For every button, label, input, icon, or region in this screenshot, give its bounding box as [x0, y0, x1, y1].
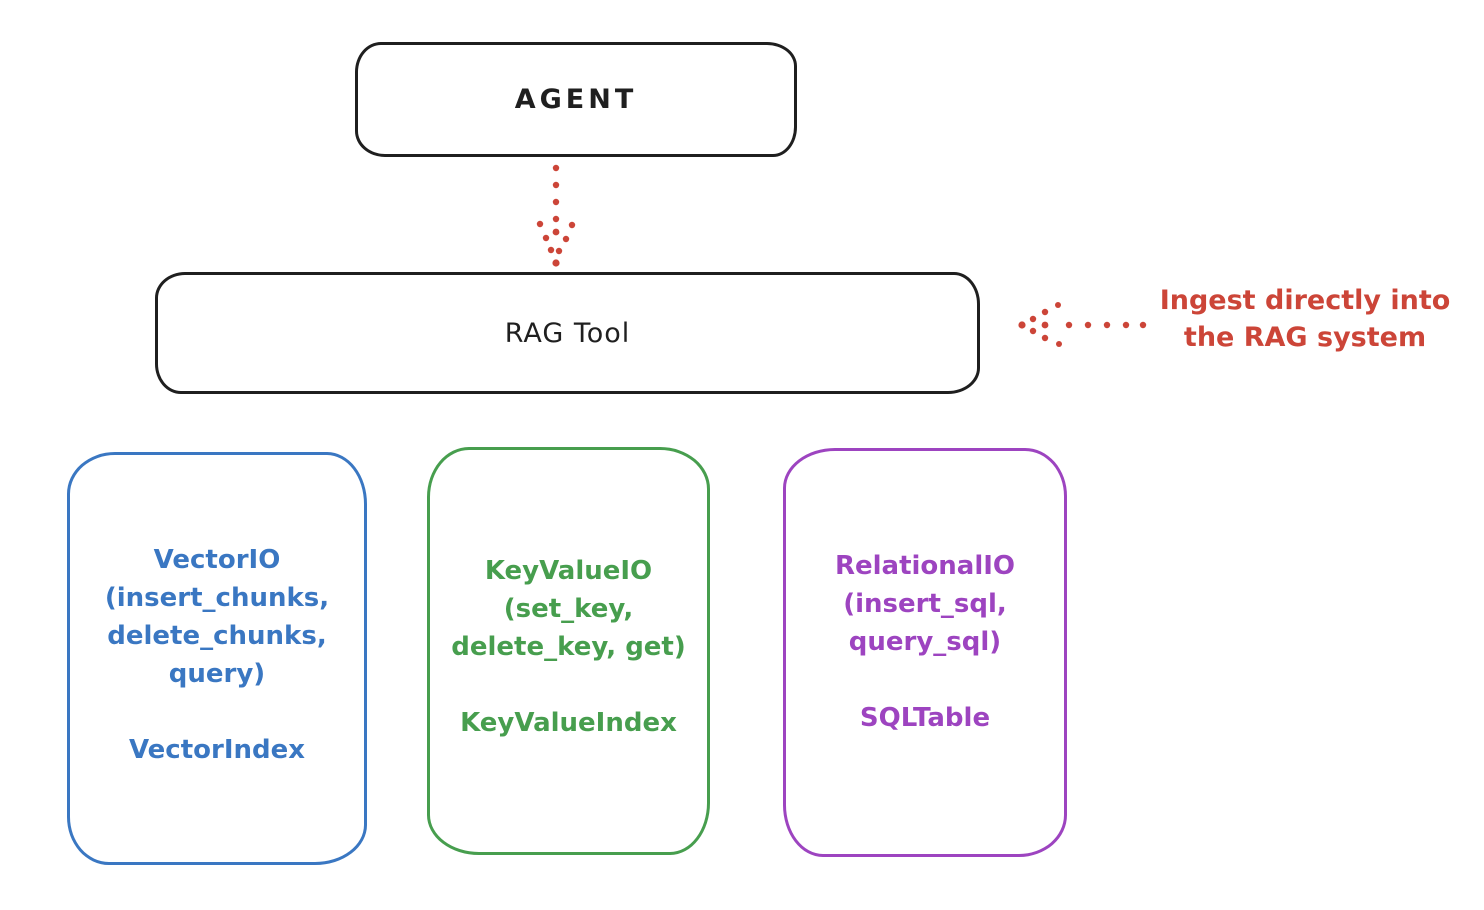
relational-io-card: RelationalIO (insert_sql, query_sql) SQL…: [783, 448, 1067, 857]
rag-tool-node: RAG Tool: [155, 272, 980, 394]
ingest-annotation-line2: the RAG system: [1183, 322, 1427, 353]
keyvalue-io-title: KeyValueIO (set_key, delete_key, get): [451, 556, 686, 662]
vector-io-title: VectorIO (insert_chunks, delete_chunks, …: [104, 545, 330, 689]
agent-node-label: AGENT: [514, 84, 638, 115]
rag-tool-node-label: RAG Tool: [504, 317, 631, 349]
ingest-annotation: Ingest directly into the RAG system: [1140, 282, 1470, 356]
ingest-annotation-line1: Ingest directly into: [1159, 285, 1451, 316]
sql-table-label: SQLTable: [859, 703, 991, 733]
vector-io-card: VectorIO (insert_chunks, delete_chunks, …: [67, 452, 367, 865]
keyvalue-index-label: KeyValueIndex: [460, 708, 677, 738]
left-dotted-arrow-icon: [1018, 302, 1147, 347]
down-dotted-arrow-icon: [536, 164, 576, 267]
vector-index-label: VectorIndex: [128, 735, 306, 765]
relational-io-title: RelationalIO (insert_sql, query_sql): [834, 551, 1016, 657]
agent-node: AGENT: [355, 42, 797, 157]
keyvalue-io-card: KeyValueIO (set_key, delete_key, get) Ke…: [427, 447, 710, 855]
